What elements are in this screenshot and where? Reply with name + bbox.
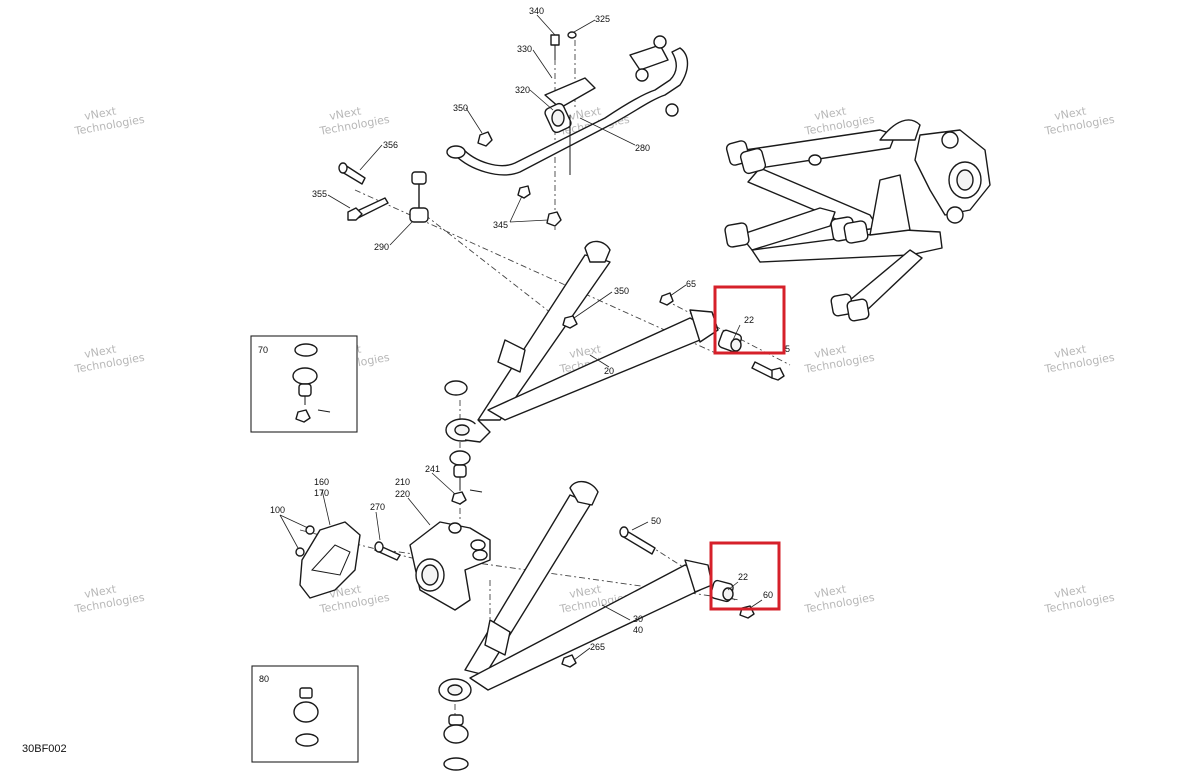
callout-160: 160	[314, 477, 329, 487]
svg-text:vNext: vNext	[83, 104, 118, 123]
callout-340: 340	[529, 6, 544, 16]
callout-60: 60	[763, 590, 773, 600]
leader-lines	[279, 14, 763, 661]
svg-text:vNext: vNext	[568, 342, 603, 361]
callout-170: 170	[314, 488, 329, 498]
callout-270: 270	[370, 502, 385, 512]
callout-220: 220	[395, 489, 410, 499]
svg-text:vNext: vNext	[1053, 582, 1088, 601]
callout-50: 50	[651, 516, 661, 526]
callout-22-lower: 22	[738, 572, 748, 582]
callout-280: 280	[635, 143, 650, 153]
callout-80: 80	[259, 674, 269, 684]
highlight-box-upper-bushing	[713, 285, 786, 355]
callout-350b: 350	[614, 286, 629, 296]
callout-350: 350	[453, 103, 468, 113]
callout-265: 265	[590, 642, 605, 652]
callout-22-upper: 22	[744, 315, 754, 325]
knuckle-assembly	[295, 521, 491, 611]
callout-345: 345	[493, 220, 508, 230]
callout-100: 100	[270, 505, 285, 515]
svg-text:vNext: vNext	[813, 582, 848, 601]
callout-355: 355	[312, 189, 327, 199]
callout-320: 320	[515, 85, 530, 95]
callout-325: 325	[595, 14, 610, 24]
callout-356: 356	[383, 140, 398, 150]
highlight-boxes	[709, 285, 786, 611]
inset-80	[251, 665, 359, 763]
upper-a-arm	[444, 240, 785, 505]
stabilizer-bar-assembly	[338, 31, 689, 227]
callout-30: 30	[633, 614, 643, 624]
inset-70	[250, 335, 358, 433]
lower-a-arm	[438, 481, 755, 771]
svg-text:vNext: vNext	[813, 342, 848, 361]
svg-text:vNext: vNext	[328, 104, 363, 123]
callout-65: 65	[686, 279, 696, 289]
highlight-box-lower-bushing	[709, 541, 781, 611]
assembly-guide-lines	[299, 40, 791, 720]
callout-210: 210	[395, 477, 410, 487]
svg-text:vNext: vNext	[83, 582, 118, 601]
callout-330: 330	[517, 44, 532, 54]
svg-text:vNext: vNext	[813, 104, 848, 123]
svg-text:vNext: vNext	[568, 582, 603, 601]
figure-code: 30BF002	[22, 743, 67, 755]
callout-290: 290	[374, 242, 389, 252]
svg-text:vNext: vNext	[1053, 104, 1088, 123]
callout-20: 20	[604, 366, 614, 376]
svg-text:vNext: vNext	[1053, 342, 1088, 361]
callout-40: 40	[633, 625, 643, 635]
callout-5: 5	[785, 344, 790, 354]
callout-labels: 340 325 330 320 350 280 356 355 345 290 …	[258, 6, 790, 684]
svg-text:vNext: vNext	[83, 342, 118, 361]
callout-241: 241	[425, 464, 440, 474]
callout-70: 70	[258, 345, 268, 355]
suspension-assembly-view	[724, 119, 991, 322]
svg-text:vNext: vNext	[568, 104, 603, 123]
